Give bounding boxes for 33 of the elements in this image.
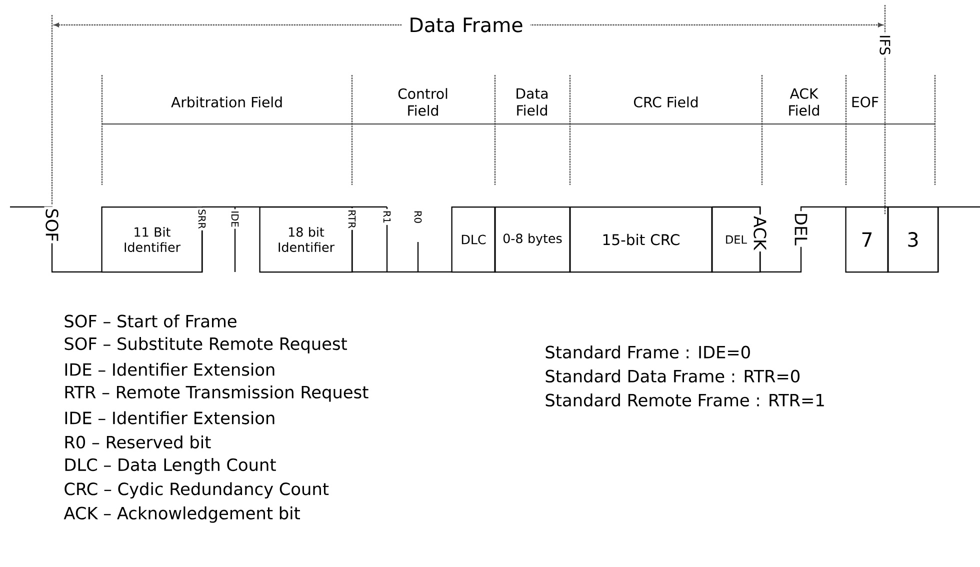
bit-label: R1 [382,209,392,225]
bit-field-box: 3 [887,206,939,273]
bit-label: ACK [752,214,768,252]
bit-label: DEL [793,211,809,247]
bit-field-box: 0-8 bytes [494,206,571,273]
field-label: CRC Field [634,96,698,108]
field-label: Arbitration Field [171,96,282,108]
bit-label: R0 [412,209,424,225]
field-label: Data Field [506,86,558,118]
field-label: ACK Field [778,86,830,118]
bit-label: SRR [196,208,208,230]
field-label: Control Field [390,86,456,118]
bit-field-box: 15-bit CRC [569,206,713,273]
note-text: Standard Remote Frame : RTR=1 [546,393,824,407]
note-text: Standard Data Frame : RTR=0 [546,369,800,383]
note-text: Standard Frame : IDE=0 [546,345,750,359]
definition-text: SOF – Start of Frame [64,314,236,328]
bit-label: IFS [878,33,892,57]
dimension-label: Data Frame [402,16,530,34]
definition-text: SOF – Substitute Remote Request [64,337,347,354]
definition-text: DLC – Data Length Count [65,458,276,474]
bit-label: IDE [230,209,240,229]
definition-text: ACK – Acknowledgement bit [64,506,300,523]
definition-text: R0 – Reserved bit [65,435,211,449]
bit-field-box: 7 [845,206,889,273]
definition-text: RTR – Remote Transmission Request [65,385,368,402]
bit-label: RTR [347,208,357,230]
definition-text: IDE – Identifier Extension [65,411,274,424]
definition-text: IDE – Identifier Extension [65,362,274,376]
definition-text: CRC – Cydic Redundancy Count [64,482,329,499]
field-label: EOF [850,95,880,109]
bit-field-box: DLC [451,206,496,273]
bit-label: SOF [44,206,60,244]
